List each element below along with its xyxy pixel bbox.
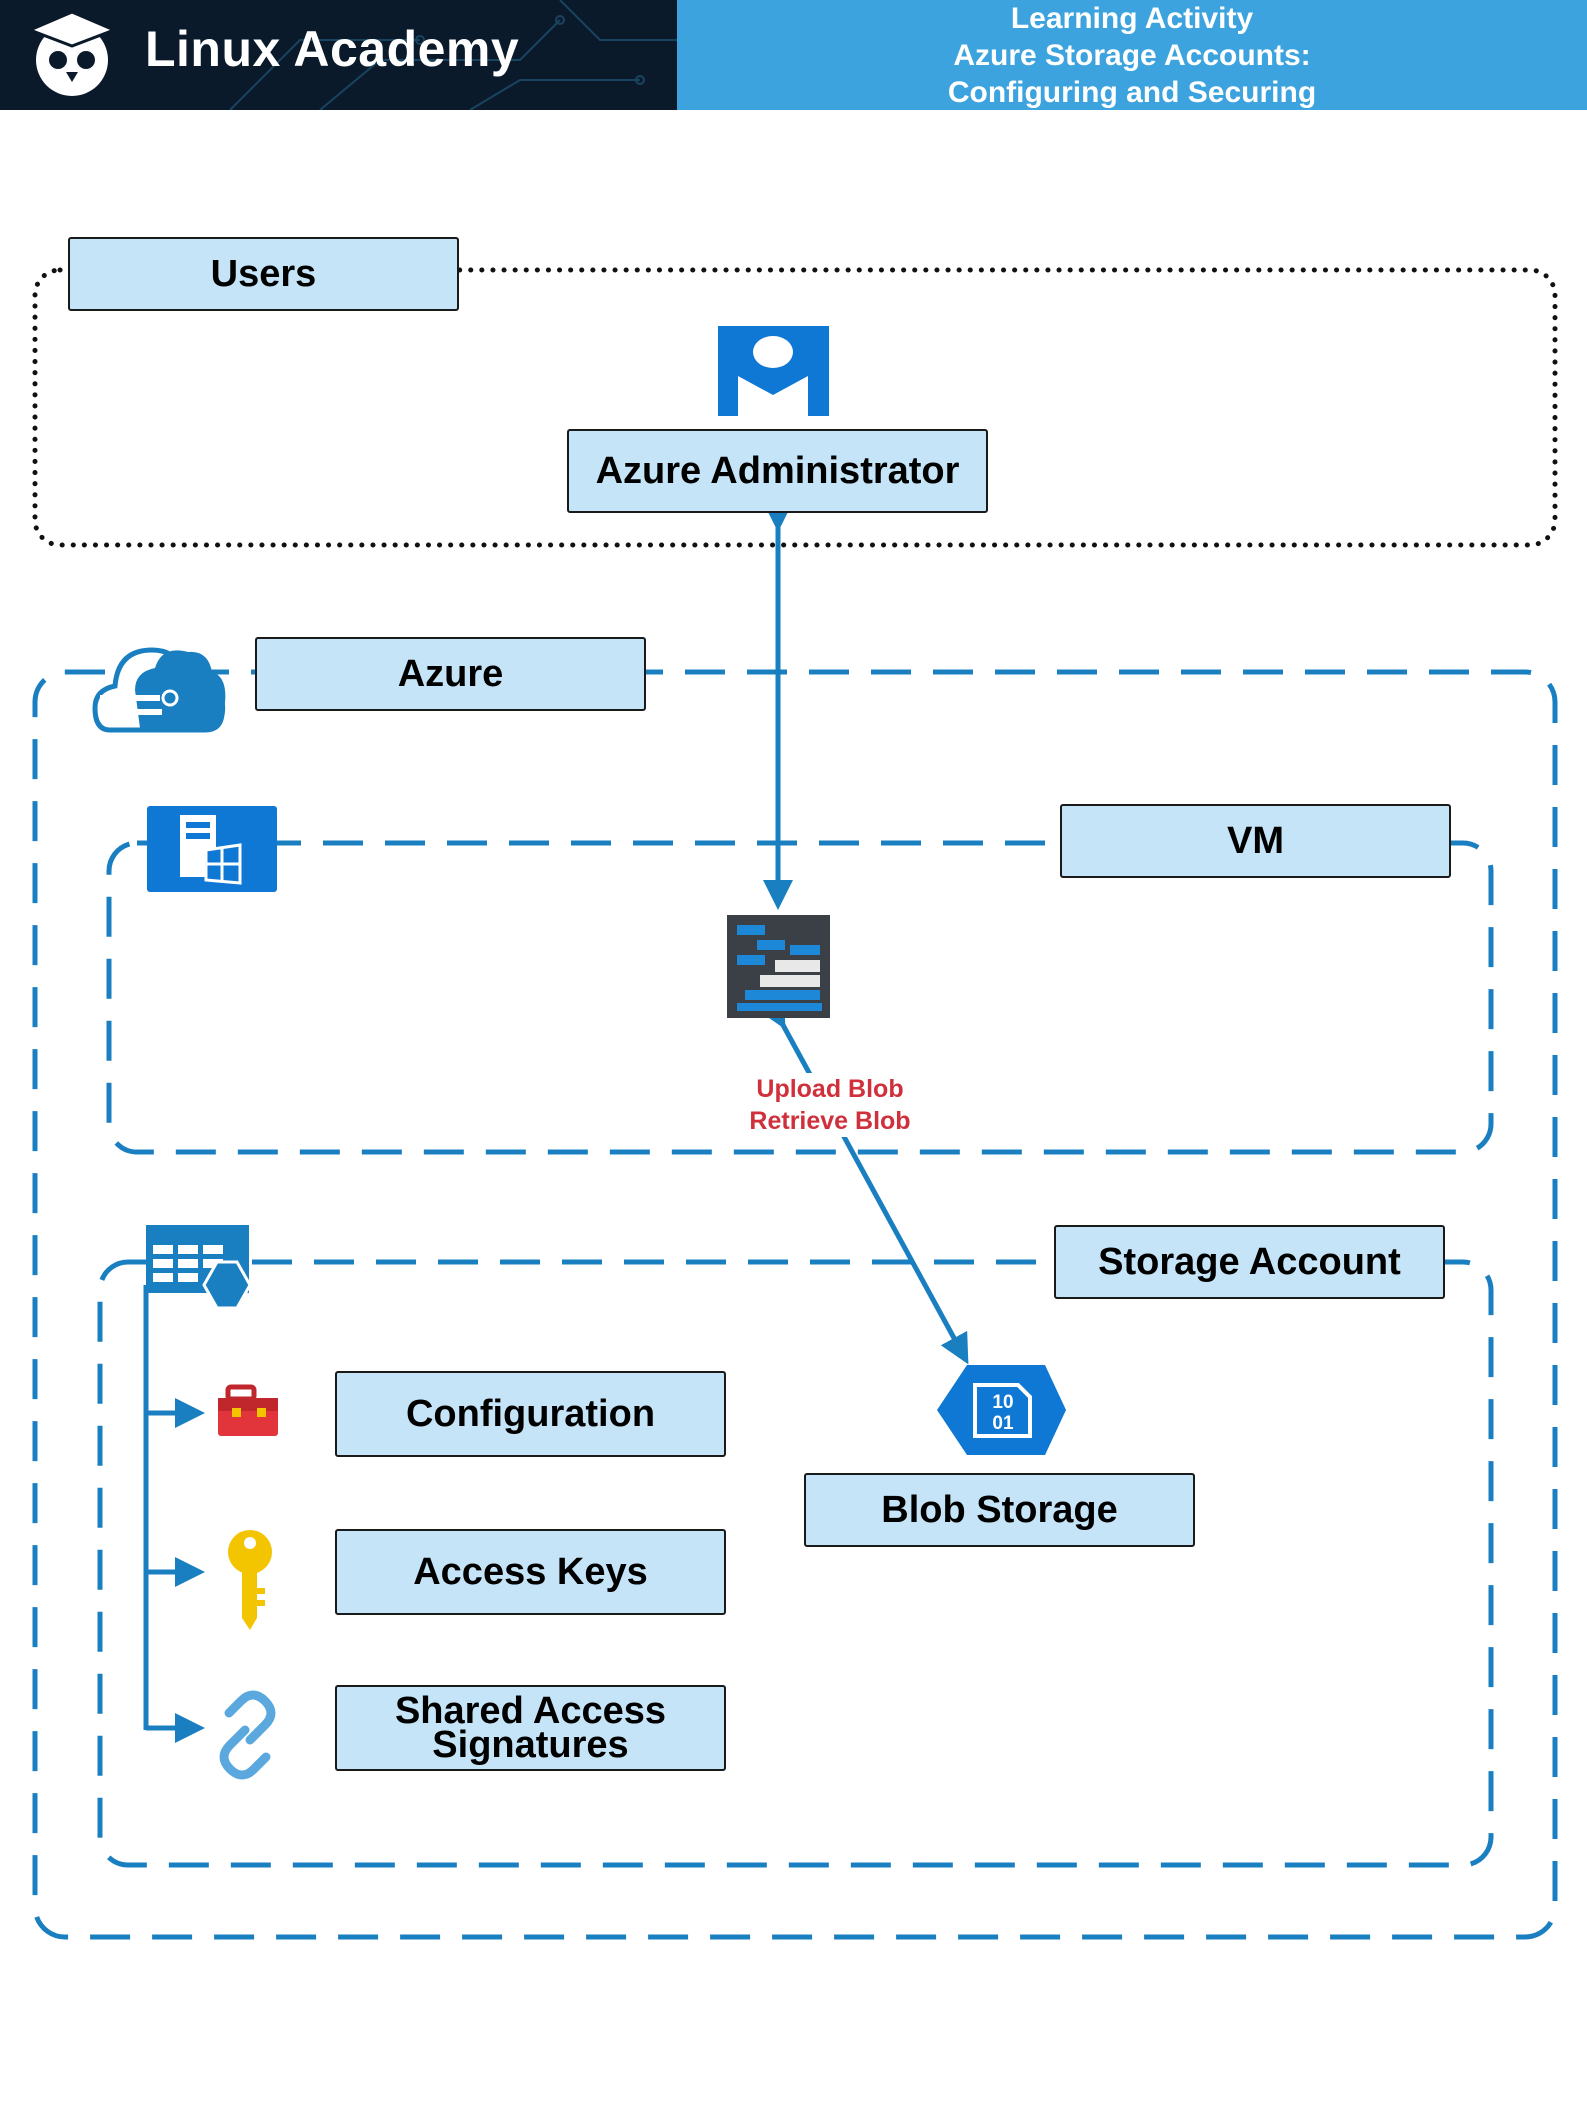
- azure-administrator-node: Azure Administrator: [567, 429, 988, 513]
- shared-access-signatures-node: Shared Access Signatures: [335, 1685, 726, 1771]
- users-group-border: [32, 267, 1558, 548]
- blob-storage-node: Blob Storage: [804, 1473, 1195, 1547]
- storage-explorer-icon: [727, 915, 830, 1018]
- user-icon: [718, 326, 829, 416]
- sas-label-line-1: Shared Access: [394, 1690, 667, 1732]
- storage-tree-connector: [143, 1285, 205, 1743]
- circuit-background: [26, 0, 677, 110]
- activity-title-line-2: Azure Storage Accounts:: [953, 39, 1311, 72]
- azure-group-label: Azure: [255, 637, 646, 711]
- header-brand-bar: Linux Academy: [0, 0, 677, 110]
- users-group-label: Users: [68, 237, 459, 311]
- storage-account-group-label: Storage Account: [1054, 1225, 1445, 1299]
- svg-text:10: 10: [992, 1392, 1013, 1413]
- retrieve-blob-label: Retrieve Blob: [749, 1107, 911, 1135]
- activity-title-line-3: Configuring and Securing: [947, 76, 1317, 109]
- toolbox-icon: [218, 1384, 278, 1436]
- key-icon: [228, 1530, 272, 1630]
- link-icon: [219, 1690, 276, 1780]
- brand-name: Linux Academy: [145, 21, 520, 77]
- vm-windows-icon: [147, 806, 277, 892]
- storage-account-group-border: [97, 1259, 1494, 1868]
- storage-account-icon: [146, 1225, 252, 1310]
- svg-text:01: 01: [992, 1413, 1014, 1434]
- activity-title-line-1: Learning Activity: [1010, 2, 1254, 35]
- access-keys-node: Access Keys: [335, 1529, 726, 1615]
- vm-group-label: VM: [1060, 804, 1451, 878]
- flow-label: Upload Blob Retrieve Blob: [700, 1073, 960, 1137]
- blob-icon: 10 01: [937, 1365, 1066, 1455]
- upload-blob-label: Upload Blob: [756, 1075, 904, 1103]
- azure-cloud-icon: [92, 647, 226, 733]
- sas-label-line-2: Signatures: [432, 1724, 629, 1766]
- configuration-node: Configuration: [335, 1371, 726, 1457]
- activity-title: Learning Activity Azure Storage Accounts…: [677, 0, 1587, 110]
- owl-logo-icon: [26, 10, 118, 96]
- azure-group-border: [32, 669, 1558, 1940]
